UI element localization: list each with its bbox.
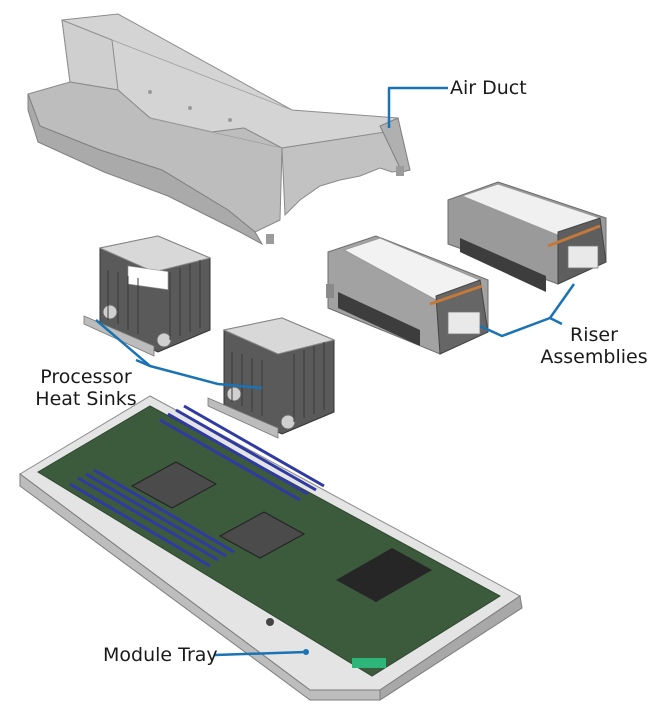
processor-label-line2: Heat Sinks	[35, 388, 137, 410]
riser-assemblies-label: Riser Assemblies	[534, 324, 654, 368]
processor-heat-sinks-label: Processor Heat Sinks	[26, 366, 146, 410]
riser-assembly-rear	[447, 181, 607, 292]
heat-sink-right	[207, 317, 336, 439]
module-tray-label: Module Tray	[103, 644, 218, 666]
heat-sink-callout	[95, 319, 263, 390]
riser-callout-branch	[548, 283, 576, 319]
heat-sink-left	[83, 235, 212, 357]
module-tray	[19, 395, 523, 701]
riser-callout	[479, 316, 563, 338]
heat-sink-callout-branch	[135, 358, 151, 368]
riser-assembly-front	[326, 235, 489, 355]
air-duct	[27, 13, 411, 246]
processor-label-line1: Processor	[40, 366, 132, 388]
air-duct-callout	[387, 86, 448, 128]
riser-label-line2: Assemblies	[540, 346, 648, 368]
module-tray-callout	[214, 650, 307, 657]
callout-lines	[95, 86, 576, 657]
air-duct-label: Air Duct	[450, 77, 527, 99]
riser-label-line1: Riser	[570, 324, 618, 346]
